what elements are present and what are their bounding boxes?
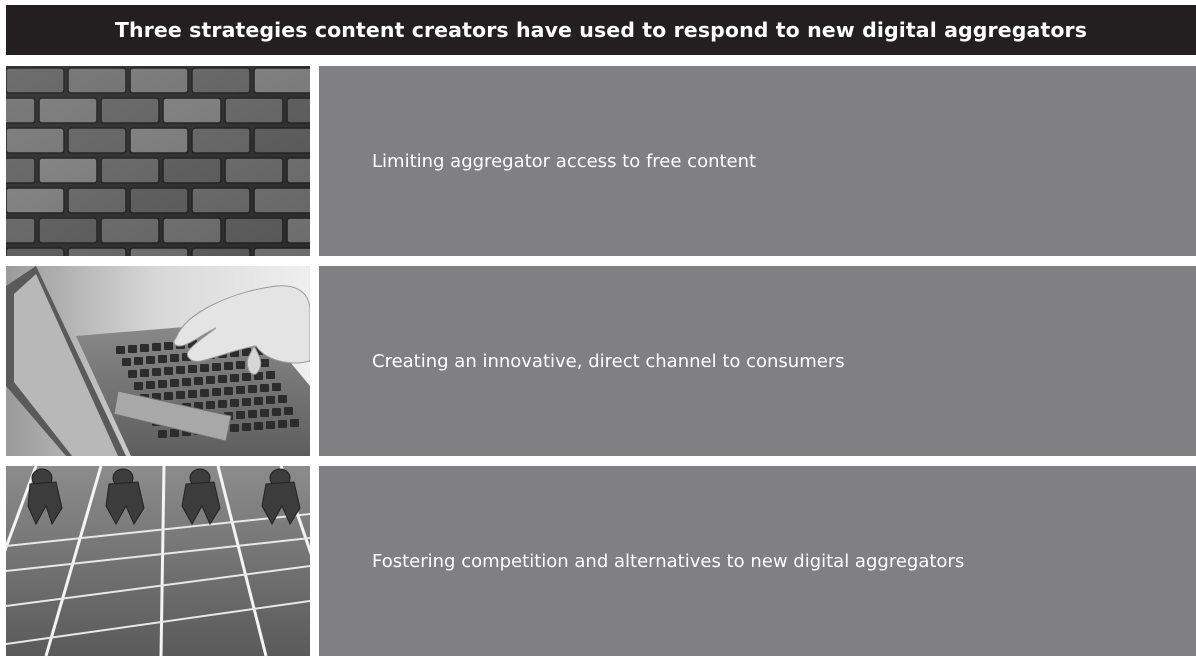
strategy-panel-2: Creating an innovative, direct channel t… [319,266,1196,456]
brick-wall-photo [6,66,310,256]
strategy-row-3: Fostering competition and alternatives t… [6,466,1196,656]
strategy-label-1: Limiting aggregator access to free conte… [372,150,757,172]
page-title: Three strategies content creators have u… [114,18,1088,42]
strategy-label-2: Creating an innovative, direct channel t… [372,350,845,372]
strategy-row-1: Limiting aggregator access to free conte… [6,66,1196,256]
title-bar: Three strategies content creators have u… [6,5,1196,55]
strategy-row-2: Creating an innovative, direct channel t… [6,266,1196,456]
strategy-panel-1: Limiting aggregator access to free conte… [319,66,1196,256]
laptop-typing-photo [6,266,310,456]
strategy-panel-3: Fostering competition and alternatives t… [319,466,1196,656]
race-start-photo [6,466,310,656]
strategy-label-3: Fostering competition and alternatives t… [372,550,965,572]
